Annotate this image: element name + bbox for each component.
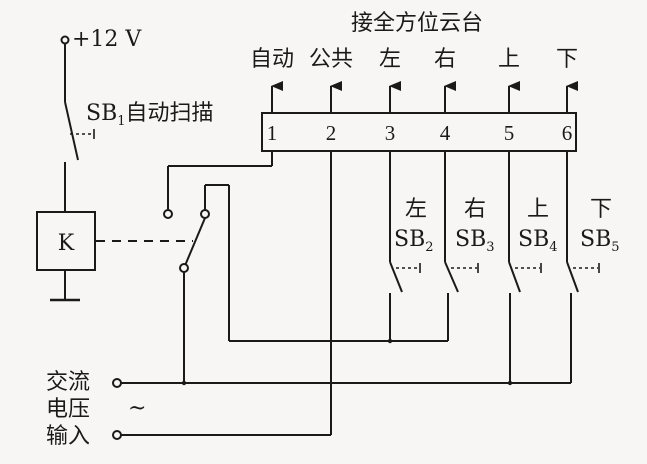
ac-input-terminal-1 <box>112 378 122 388</box>
terminal-number-2: 2 <box>326 121 337 145</box>
relay-label: K <box>58 231 75 256</box>
sb2-direction: 左 <box>405 197 427 222</box>
ac-symbol: ~ <box>128 396 146 421</box>
sb2-label: SB2 <box>394 227 434 255</box>
terminal-number-4: 4 <box>440 121 451 145</box>
sb1-contact <box>64 101 79 161</box>
sb1-label: SB1自动扫描 <box>86 101 214 129</box>
ac-label-line3: 输入 <box>46 424 90 449</box>
sb3-direction: 右 <box>464 197 486 222</box>
sb3-label: SB3 <box>455 227 495 255</box>
fn-label-auto: 自动 <box>250 47 294 72</box>
terminal-block <box>261 112 577 152</box>
junctions <box>181 338 513 386</box>
relay-blade <box>183 217 206 269</box>
relay-pivot <box>179 263 189 273</box>
fn-label-right: 右 <box>434 47 456 72</box>
terminal-number-5: 5 <box>504 121 515 145</box>
fn-label-up: 上 <box>498 47 520 72</box>
supply-label: +12 V <box>72 27 142 52</box>
sb5-direction: 下 <box>590 197 612 222</box>
terminal-number-1: 1 <box>267 121 278 145</box>
wires <box>36 35 600 440</box>
relay-contact-nc <box>200 209 210 219</box>
sb4-label: SB4 <box>518 227 558 255</box>
diagram-title: 接全方位云台 <box>351 11 483 36</box>
ac-label-line1: 交流 <box>46 370 90 395</box>
terminal-number-6: 6 <box>562 121 573 145</box>
fn-label-left: 左 <box>379 47 401 72</box>
sb4-direction: 上 <box>527 197 549 222</box>
sb5-label: SB5 <box>580 227 620 255</box>
relay-contact-no <box>163 209 173 219</box>
ac-input-terminal-2 <box>112 430 122 440</box>
terminal-number-3: 3 <box>385 121 396 145</box>
fn-label-down: 下 <box>556 47 578 72</box>
ac-label-line2: 电压 <box>46 397 90 422</box>
fn-label-common: 公共 <box>309 47 353 72</box>
supply-terminal <box>60 35 70 45</box>
